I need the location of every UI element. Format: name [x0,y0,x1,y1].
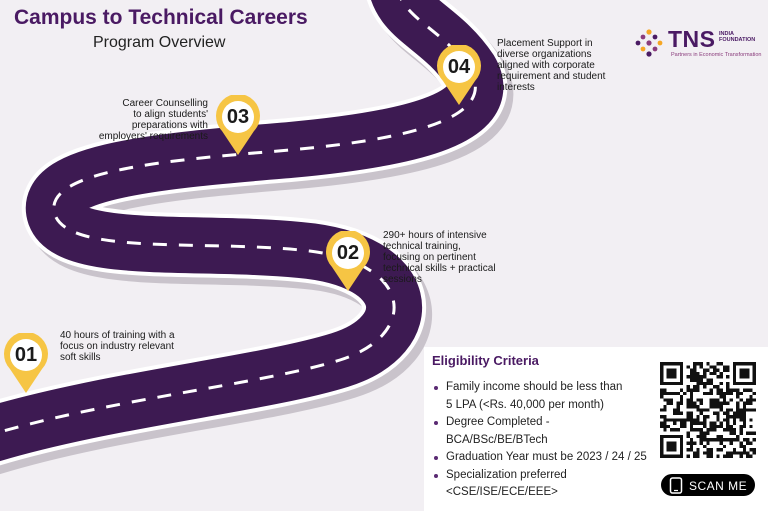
step-1-line: soft skills [60,352,101,363]
step-2-line: 290+ hours of intensive [383,230,487,241]
map-pin-icon [216,95,260,155]
logo-dots-icon [635,29,663,57]
step-1-description: 40 hours of training with a focus on ind… [60,330,175,363]
step-2-line: sessions [383,274,422,285]
step-2-line: focusing on pertinent [383,252,476,263]
step-4-description: Placement Support in diverse organizatio… [497,38,605,93]
eligibility-line: BCA/BSc/BE/BTech [446,433,548,446]
qr-code[interactable] [660,362,756,458]
step-3-line: preparations with [131,120,208,131]
step-1-number: 01 [14,344,38,366]
map-pin-icon [437,45,481,105]
map-pin-icon [326,231,370,291]
eligibility-item: Graduation Year must be 2023 / 24 / 25 [432,449,664,467]
tns-logo: TNS INDIA FOUNDATION Partners in Economi… [634,26,762,62]
step-3-line: Career Counselling [122,98,208,109]
logo-sup-line: FOUNDATION [719,37,756,43]
step-3-description: Career Counselling to align students' pr… [78,98,208,142]
step-3-pin: 03 [212,95,264,157]
step-2-line: technical training, [383,241,461,252]
step-1-line: 40 hours of training with a [60,330,175,341]
step-1-line: focus on industry relevant [60,341,174,352]
logo-name: TNS [668,26,716,52]
step-4-line: Placement Support in [497,38,593,49]
logo-tagline: Partners in Economic Transformation [671,52,762,58]
step-4-number: 04 [447,56,471,78]
phone-icon [669,477,683,494]
eligibility-item: Degree Completed - BCA/BSc/BE/BTech [432,414,664,449]
eligibility-line: Specialization preferred [446,468,567,481]
step-4-line: interests [497,82,535,93]
step-4-pin: 04 [433,45,485,107]
map-pin-icon [4,333,48,393]
logo-sup: INDIA FOUNDATION [719,31,755,43]
step-1-pin: 01 [0,333,52,395]
bullet-icon [434,421,438,425]
step-2-line: technical skills + practical [383,263,496,274]
bullet-icon [434,473,438,478]
bullet-icon [434,386,438,390]
step-3-number: 03 [226,106,250,128]
logo-sup-line: INDIA [719,31,734,37]
eligibility-item: Specialization preferred <CSE/ISE/ECE/EE… [432,467,664,502]
page-title: Campus to Technical Careers [14,6,308,29]
step-4-line: diverse organizations [497,49,592,60]
scan-me-button[interactable]: SCAN ME [659,472,757,498]
step-2-description: 290+ hours of intensive technical traini… [383,230,496,285]
step-3-line: employers' requirements [98,131,208,142]
eligibility-line: 5 LPA (<Rs. 40,000 per month) [446,398,605,411]
step-4-line: requirement and student [497,71,606,82]
eligibility-line: Degree Completed - [446,416,550,428]
eligibility-line: Family income should be less than [446,381,623,393]
eligibility-line: <CSE/ISE/ECE/EEE> [446,486,558,498]
eligibility-item: Family income should be less than 5 LPA … [432,379,664,414]
step-3-line: to align students' [133,109,208,120]
page-subtitle: Program Overview [93,34,226,51]
eligibility-line: Graduation Year must be 2023 / 24 / 25 [446,451,647,463]
eligibility-title: Eligibility Criteria [432,353,539,368]
step-4-line: aligned with corporate [497,60,595,71]
step-2-number: 02 [336,242,360,264]
step-2-pin: 02 [322,231,374,293]
scan-me-label: SCAN ME [689,479,748,493]
bullet-icon [434,456,438,460]
eligibility-list: Family income should be less than 5 LPA … [432,379,664,502]
